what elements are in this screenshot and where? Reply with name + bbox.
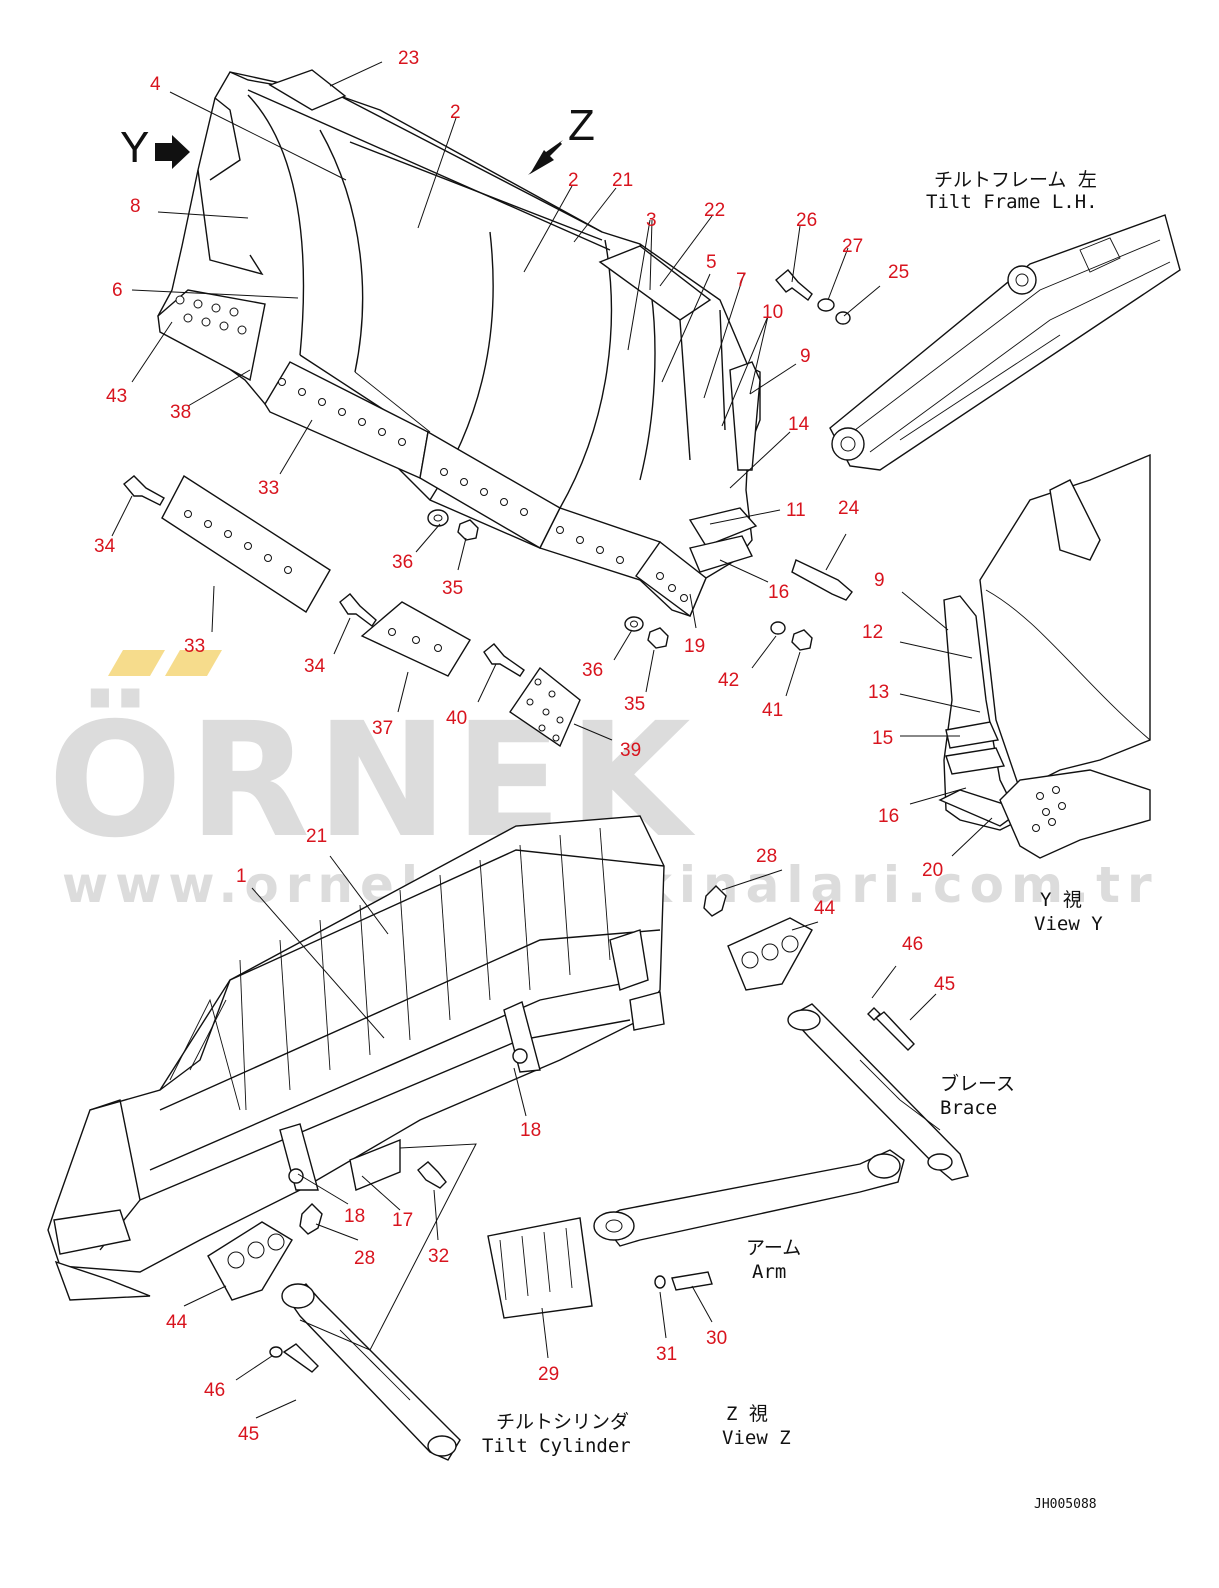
caption-tilt-frame-en: Tilt Frame L.H. (926, 191, 1098, 213)
part-number-30: 30 (706, 1328, 727, 1349)
part-number-39: 39 (620, 740, 641, 761)
caption-view-z-en: View Z (722, 1427, 791, 1449)
part-number-21: 21 (612, 170, 633, 191)
part-number-33: 33 (258, 478, 279, 499)
part-number-5: 5 (706, 252, 717, 273)
part-number-33: 33 (184, 636, 205, 657)
part-number-41: 41 (762, 700, 783, 721)
watermark-accent-right (165, 650, 222, 676)
part-number-29: 29 (538, 1364, 559, 1385)
part-number-43: 43 (106, 386, 127, 407)
part-number-44: 44 (814, 898, 836, 919)
view-y-indicator: Y (120, 123, 190, 172)
part-number-6: 6 (112, 280, 123, 301)
part-number-34: 34 (304, 656, 326, 677)
part-number-19: 19 (684, 636, 705, 657)
caption-arm-en: Arm (752, 1261, 786, 1283)
view-y-letter: Y (120, 123, 149, 172)
caption-view-z-jp: Z 視 (726, 1403, 768, 1425)
part-number-labels: 23 4 2 8 2 21 3 22 26 27 25 5 7 6 10 9 4… (94, 48, 955, 1445)
part-number-3: 3 (646, 210, 657, 231)
part-number-18: 18 (344, 1206, 365, 1227)
part-number-44: 44 (166, 1312, 188, 1333)
part-number-46: 46 (902, 934, 923, 955)
hardware-top (123, 269, 853, 677)
watermark-accent-left (108, 650, 165, 676)
part-number-22: 22 (704, 200, 725, 221)
part-number-17: 17 (392, 1210, 413, 1231)
blade-rear-assembly (47, 815, 665, 1301)
view-y-detail (938, 453, 1151, 859)
grease-fittings (299, 885, 727, 1235)
part-number-12: 12 (862, 622, 883, 643)
captions: チルトフレーム 左 Tilt Frame L.H. Y 視 View Y ブレー… (482, 169, 1103, 1512)
view-z-indicator: Z (528, 101, 595, 175)
part-number-9: 9 (800, 346, 811, 367)
drawing-code: JH005088 (1034, 1497, 1097, 1512)
part-number-42: 42 (718, 670, 739, 691)
caption-tilt-cylinder-jp: チルトシリンダ (496, 1411, 629, 1433)
tilt-frame (829, 214, 1181, 471)
view-z-letter: Z (568, 101, 595, 150)
brace-cylinder (787, 1003, 969, 1181)
caption-brace-en: Brace (940, 1097, 997, 1119)
caption-tilt-cylinder-en: Tilt Cylinder (482, 1435, 631, 1457)
leader-lines (111, 61, 993, 1419)
part-number-18: 18 (520, 1120, 541, 1141)
part-number-36: 36 (392, 552, 413, 573)
part-number-7: 7 (736, 270, 747, 291)
part-number-15: 15 (872, 728, 893, 749)
part-number-9: 9 (874, 570, 885, 591)
part-number-38: 38 (170, 402, 191, 423)
part-number-8: 8 (130, 196, 141, 217)
part-number-32: 32 (428, 1246, 449, 1267)
part-number-36: 36 (582, 660, 603, 681)
part-number-4: 4 (150, 74, 161, 95)
part-number-35: 35 (442, 578, 463, 599)
caption-tilt-frame-jp: チルトフレーム 左 (934, 169, 1097, 191)
part-number-28: 28 (354, 1248, 375, 1269)
part-number-31: 31 (656, 1344, 677, 1365)
part-number-35: 35 (624, 694, 645, 715)
part-number-20: 20 (922, 860, 943, 881)
part-number-16: 16 (768, 582, 789, 603)
part-number-16: 16 (878, 806, 899, 827)
part-number-40: 40 (446, 708, 467, 729)
edge-holes (175, 295, 688, 602)
view-y-arrow-icon (155, 135, 190, 169)
wear-plates (161, 474, 581, 748)
part-number-14: 14 (788, 414, 810, 435)
part-number-45: 45 (238, 1424, 259, 1445)
part-number-23: 23 (398, 48, 419, 69)
part-number-21: 21 (306, 826, 327, 847)
part-number-27: 27 (842, 236, 863, 257)
part-number-10: 10 (762, 302, 783, 323)
tilt-cylinder (269, 1283, 461, 1461)
part-number-13: 13 (868, 682, 889, 703)
blade-assembly (157, 69, 761, 618)
caption-view-y-en: View Y (1034, 913, 1103, 935)
part-number-34: 34 (94, 536, 116, 557)
part-number-37: 37 (372, 718, 393, 739)
part-number-45: 45 (934, 974, 955, 995)
part-number-2: 2 (450, 102, 461, 123)
caption-arm-jp: アーム (746, 1237, 801, 1259)
shims (207, 917, 813, 1319)
part-number-2: 2 (568, 170, 579, 191)
part-number-24: 24 (838, 498, 860, 519)
part-number-28: 28 (756, 846, 777, 867)
part-number-26: 26 (796, 210, 817, 231)
caption-brace-jp: ブレース (940, 1072, 1015, 1095)
caption-view-y-jp: Y 視 (1040, 889, 1082, 911)
part-number-11: 11 (786, 500, 806, 521)
part-number-46: 46 (204, 1380, 225, 1401)
part-number-1: 1 (236, 866, 247, 887)
arm (593, 1149, 905, 1291)
part-number-25: 25 (888, 262, 909, 283)
